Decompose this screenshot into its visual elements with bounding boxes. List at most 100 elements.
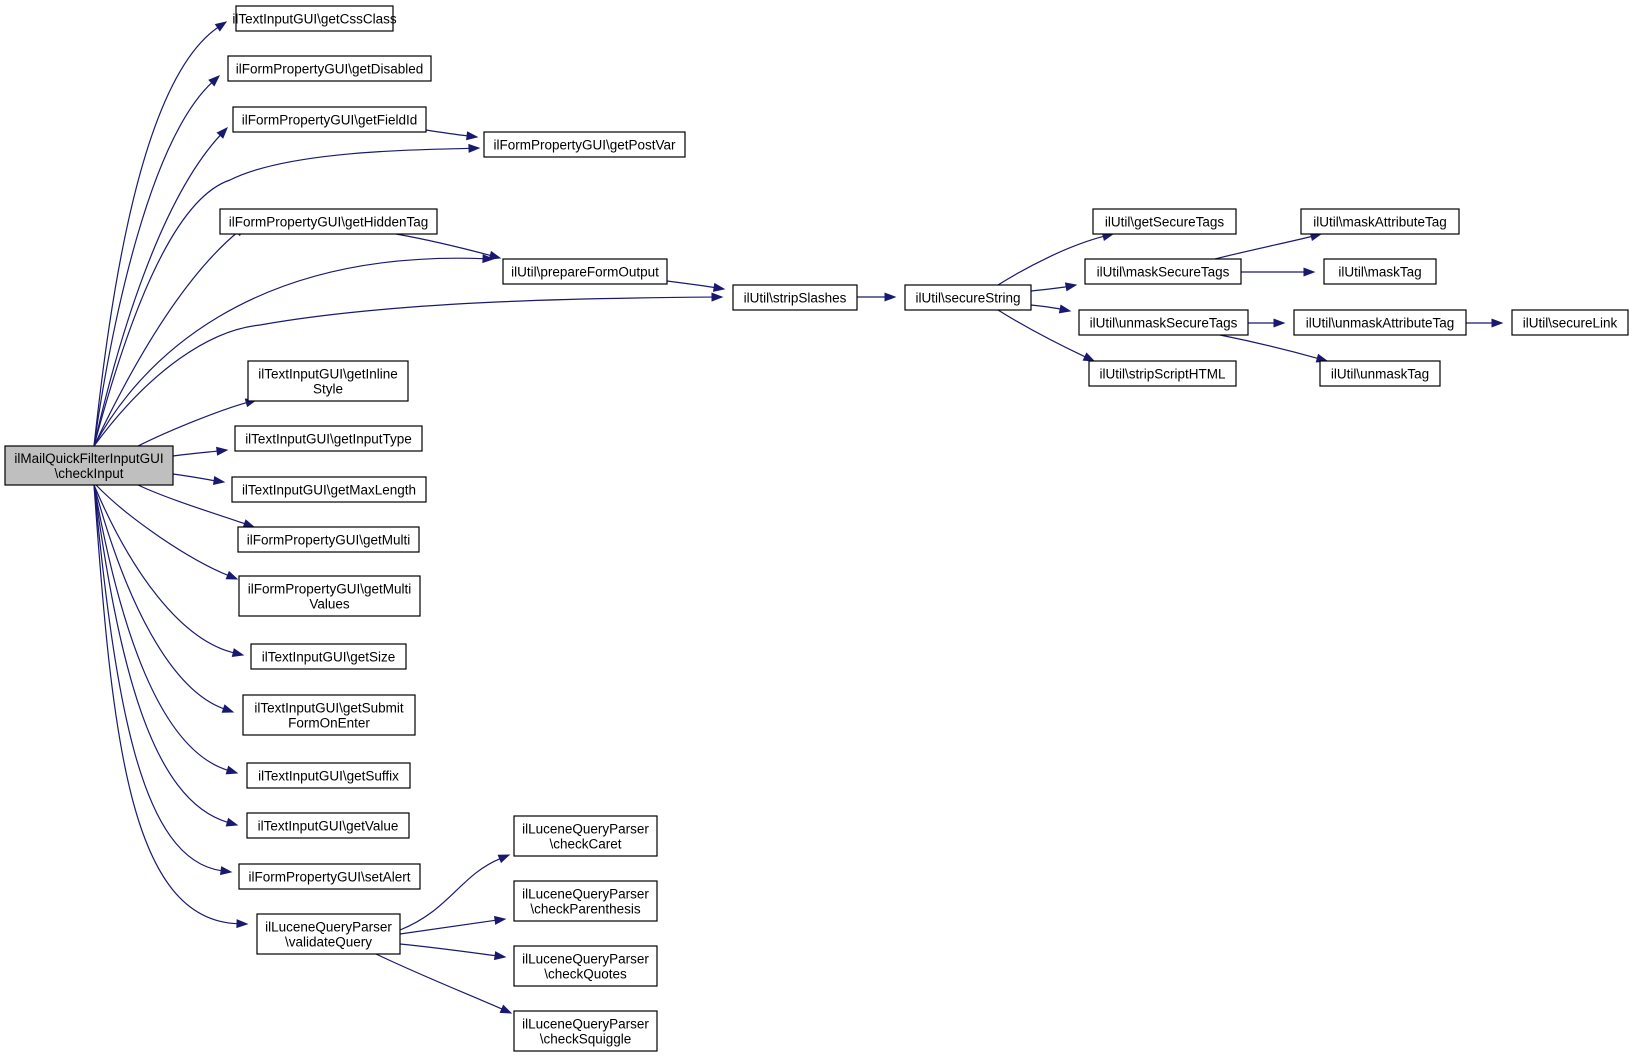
function-node[interactable]: ilLuceneQueryParser\checkQuotes [513, 945, 658, 987]
function-node[interactable]: ilFormPropertyGUI\getMulti [237, 526, 420, 553]
edge-line [93, 134, 222, 447]
function-node[interactable]: ilUtil\maskAttributeTag [1300, 208, 1460, 235]
edge-n0-to-n23 [93, 484, 245, 657]
node-box [513, 1010, 658, 1052]
function-node[interactable]: ilUtil\maskSecureTags [1084, 258, 1242, 285]
edge-n0-to-n24 [93, 484, 235, 713]
arrowhead-icon [225, 570, 239, 580]
node-label: ilTextInputGUI\getInputType [245, 432, 412, 447]
node-box [1323, 258, 1437, 285]
function-node[interactable]: ilUtil\stripScriptHTML [1088, 360, 1237, 387]
function-node[interactable]: ilLuceneQueryParser\validateQuery [256, 913, 401, 955]
edge-line [395, 233, 492, 257]
edge-n0-to-n4 [93, 143, 481, 447]
arrowhead-icon [884, 292, 897, 302]
node-label: ilFormPropertyGUI\setAlert [248, 870, 410, 885]
node-box [732, 284, 858, 311]
arrowhead-icon [499, 1004, 513, 1014]
arrowhead-icon [493, 951, 507, 961]
edge-n28-to-n30 [399, 915, 507, 935]
function-node[interactable]: ilFormPropertyGUI\getPostVar [483, 131, 686, 158]
node-box [256, 913, 401, 955]
function-node[interactable]: ilTextInputGUI\getValue [246, 812, 410, 839]
node-box [238, 575, 421, 617]
function-node[interactable]: ilTextInputGUI\getInputType [234, 425, 423, 452]
arrowhead-icon [711, 292, 724, 302]
function-node[interactable]: ilFormPropertyGUI\getDisabled [227, 55, 432, 82]
function-node[interactable]: ilFormPropertyGUI\getHiddenTag [219, 208, 438, 235]
arrowhead-icon [231, 648, 245, 657]
edge-line [666, 280, 716, 289]
node-label: ilMailQuickFilterInputGUI [14, 451, 163, 466]
node-label: ilLuceneQueryParser [522, 952, 649, 967]
edge-line [137, 484, 246, 525]
node-label: ilLuceneQueryParser [522, 1017, 649, 1032]
node-box [1078, 309, 1249, 336]
edge-n0-to-n1 [93, 21, 228, 447]
function-node[interactable]: ilTextInputGUI\getSize [250, 643, 407, 670]
function-node[interactable]: ilTextInputGUI\getSuffix [246, 762, 411, 789]
arrowhead-icon [497, 854, 511, 864]
arrowhead-icon [482, 254, 495, 264]
node-box [237, 526, 420, 553]
edge-line [399, 857, 501, 931]
function-node[interactable]: ilFormPropertyGUI\setAlert [238, 863, 421, 890]
node-box [1084, 258, 1242, 285]
node-label: ilTextInputGUI\getSubmit [254, 701, 404, 716]
node-box [1511, 309, 1629, 336]
function-node[interactable]: ilUtil\unmaskTag [1319, 360, 1441, 387]
nodes-layer: ilMailQuickFilterInputGUI\checkInput ilTe… [4, 5, 1629, 1052]
node-label: Style [313, 382, 343, 397]
node-label: ilTextInputGUI\getSize [262, 650, 396, 665]
function-node[interactable]: ilUtil\maskTag [1323, 258, 1437, 285]
edge-line [399, 943, 497, 957]
node-box [1319, 360, 1441, 387]
node-label: FormOnEnter [288, 716, 370, 731]
node-label: \checkCaret [549, 837, 621, 852]
function-node[interactable]: ilUtil\unmaskSecureTags [1078, 309, 1249, 336]
function-node[interactable]: ilTextInputGUI\getMaxLength [231, 476, 427, 503]
function-node[interactable]: ilUtil\stripSlashes [732, 284, 858, 311]
node-label: \checkSquiggle [540, 1032, 632, 1047]
function-node[interactable]: ilUtil\getSecureTags [1092, 208, 1237, 235]
edge-n3-to-n4 [425, 129, 479, 141]
arrowhead-icon [1082, 352, 1096, 362]
function-node[interactable]: ilTextInputGUI\getCssClass [232, 5, 397, 32]
edge-n0-to-n19 [172, 446, 229, 457]
node-label: ilUtil\getSecureTags [1105, 215, 1225, 230]
function-node[interactable]: ilLuceneQueryParser\checkParenthesis [513, 880, 658, 922]
function-node[interactable]: ilUtil\secureLink [1511, 309, 1629, 336]
function-node[interactable]: ilFormPropertyGUI\getFieldId [232, 106, 427, 133]
function-node[interactable]: ilLuceneQueryParser\checkSquiggle [513, 1010, 658, 1052]
arrowhead-icon [216, 126, 228, 139]
edge-n13-to-n14 [1248, 318, 1286, 328]
root-function-node[interactable]: ilMailQuickFilterInputGUI\checkInput [4, 445, 174, 486]
edge-line [1219, 334, 1319, 360]
edge-n28-to-n29 [399, 854, 511, 931]
node-label: \validateQuery [285, 935, 372, 950]
edge-n10-to-n11 [1214, 232, 1323, 260]
node-label: Values [309, 597, 350, 612]
node-box [246, 812, 410, 839]
arrowhead-icon [216, 446, 229, 456]
arrowhead-icon [712, 282, 726, 292]
arrowhead-icon [225, 765, 239, 775]
function-node[interactable]: ilUtil\prepareFormOutput [502, 258, 668, 285]
function-node[interactable]: ilLuceneQueryParser\checkCaret [513, 815, 658, 857]
node-box [904, 284, 1032, 311]
node-box [250, 643, 407, 670]
edge-line [93, 484, 229, 824]
node-box [1300, 208, 1460, 235]
edge-n0-to-n28 [93, 484, 249, 929]
node-box [247, 360, 409, 402]
node-label: ilLuceneQueryParser [522, 887, 649, 902]
edge-n0-to-n26 [93, 484, 239, 827]
node-label: ilUtil\stripSlashes [744, 291, 847, 306]
function-node[interactable]: ilUtil\secureString [904, 284, 1032, 311]
function-node[interactable]: ilUtil\unmaskAttributeTag [1293, 309, 1467, 336]
node-label: \checkQuotes [544, 967, 627, 982]
edge-line [93, 231, 239, 447]
